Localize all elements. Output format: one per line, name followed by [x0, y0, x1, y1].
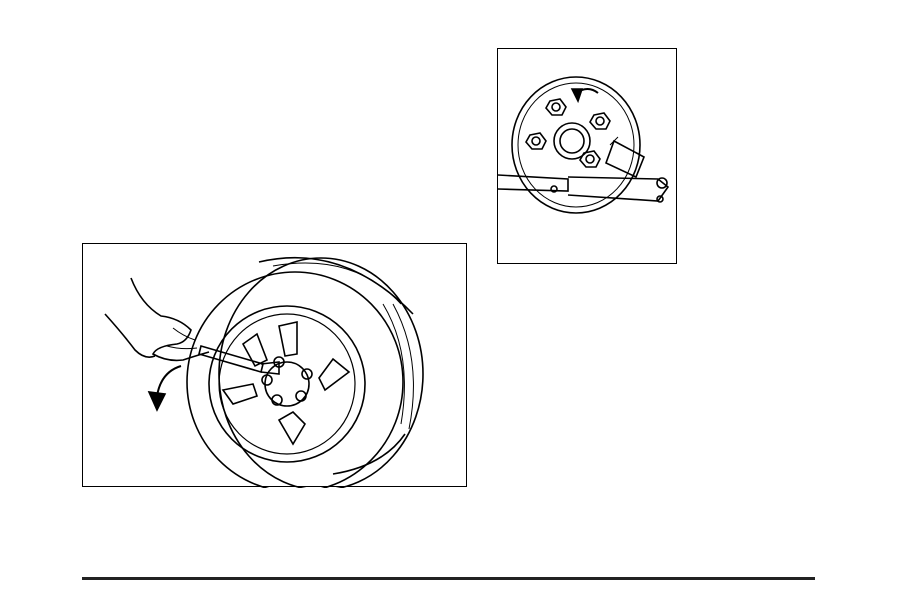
lug-nut-closeup-figure: [497, 48, 677, 264]
wheel-wrench-figure: [82, 243, 467, 487]
tire-lug-wrench-illustration: [83, 244, 468, 488]
footer-rule: [82, 577, 815, 580]
lug-nut-wrench-closeup-illustration: [498, 49, 678, 265]
